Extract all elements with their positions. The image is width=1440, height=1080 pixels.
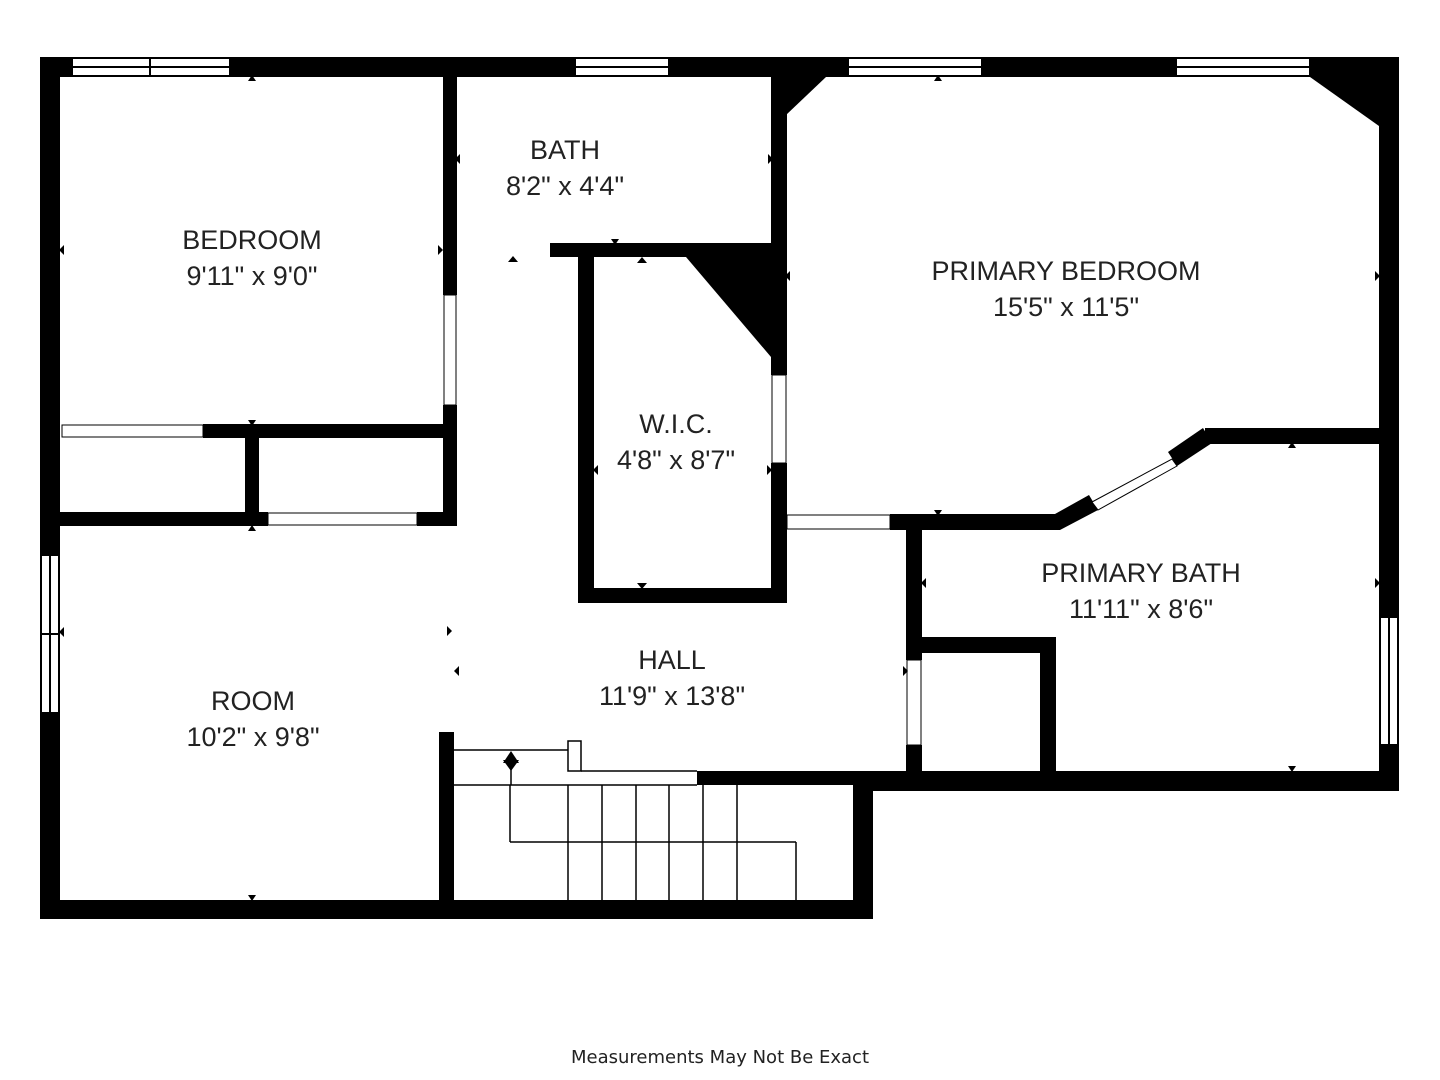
room-name: ROOM	[211, 686, 295, 716]
room-size: 15'5" x 11'5"	[992, 292, 1140, 322]
room-label-primary-bath: PRIMARY BATH 11'11" x 8'6"	[1041, 555, 1241, 627]
room-name: BATH	[529, 135, 601, 165]
room-size: 11'9" x 13'8"	[598, 681, 746, 711]
room-label-wic: W.I.C. 4'8" x 8'7"	[617, 406, 735, 478]
room-label-room: ROOM 10'2" x 9'8"	[186, 683, 319, 755]
room-size: 11'11" x 8'6"	[1068, 594, 1214, 624]
room-name: W.I.C.	[639, 409, 713, 439]
disclaimer-text: Measurements May Not Be Exact	[570, 1047, 870, 1068]
window-mullions	[41, 58, 1390, 745]
room-size: 8'2" x 4'4"	[505, 171, 625, 201]
room-label-bath: BATH 8'2" x 4'4"	[506, 132, 624, 204]
room-size: 9'11" x 9'0"	[186, 261, 318, 291]
dimension-markers	[59, 75, 1380, 901]
walls	[40, 57, 1399, 919]
room-label-primary-bedroom: PRIMARY BEDROOM 15'5" x 11'5"	[931, 253, 1200, 325]
openings	[61, 294, 1178, 746]
room-name: BEDROOM	[182, 225, 322, 255]
stair-arrow-down	[503, 760, 519, 771]
room-label-hall: HALL 11'9" x 13'8"	[599, 642, 745, 714]
room-label-bedroom: BEDROOM 9'11" x 9'0"	[182, 222, 322, 294]
room-name: PRIMARY BEDROOM	[931, 256, 1201, 286]
room-size: 4'8" x 8'7"	[616, 445, 736, 475]
room-size: 10'2" x 9'8"	[186, 722, 320, 752]
room-name: PRIMARY BATH	[1041, 558, 1241, 588]
room-name: HALL	[638, 645, 706, 675]
stairs	[454, 740, 797, 900]
